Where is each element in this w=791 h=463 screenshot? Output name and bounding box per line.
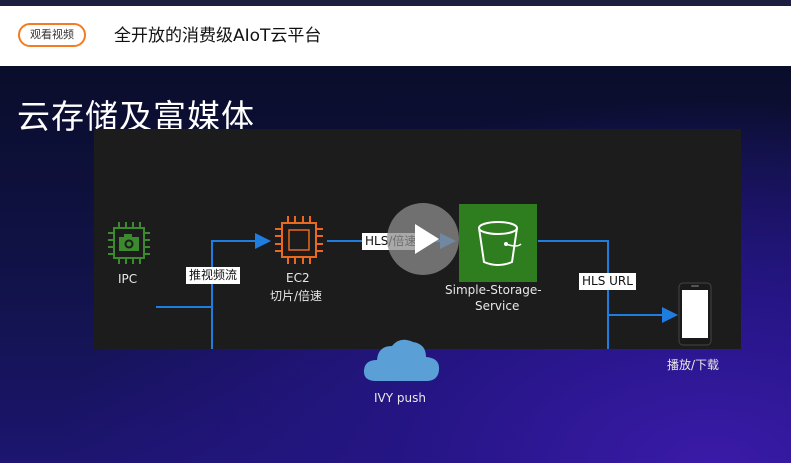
play-button[interactable] <box>387 203 459 275</box>
s3-label-line1: Simple-Storage- <box>445 283 542 297</box>
phone-icon <box>678 282 712 346</box>
play-icon <box>415 224 439 254</box>
camera-icon <box>108 222 150 264</box>
chip-icon <box>275 216 323 264</box>
watch-video-button[interactable]: 观看视频 <box>18 23 86 47</box>
hls-url-tag: HLS URL <box>579 273 636 290</box>
page-title: 全开放的消费级AIoT云平台 <box>114 26 322 46</box>
ivy-push-label: IVY push <box>374 391 426 405</box>
play-download-label: 播放/下载 <box>667 358 720 372</box>
bucket-icon <box>459 204 537 282</box>
push-stream-tag: 推视频流 <box>186 267 241 284</box>
ec2-label: EC2 <box>286 271 310 285</box>
s3-label-line2: Service <box>475 299 520 313</box>
header-bar: 观看视频 全开放的消费级AIoT云平台 <box>0 6 791 66</box>
ec2-sub-label: 切片/倍速 <box>270 289 323 303</box>
cloud-icon <box>363 339 440 381</box>
window-top-strip <box>0 0 791 6</box>
ipc-label: IPC <box>118 272 138 286</box>
